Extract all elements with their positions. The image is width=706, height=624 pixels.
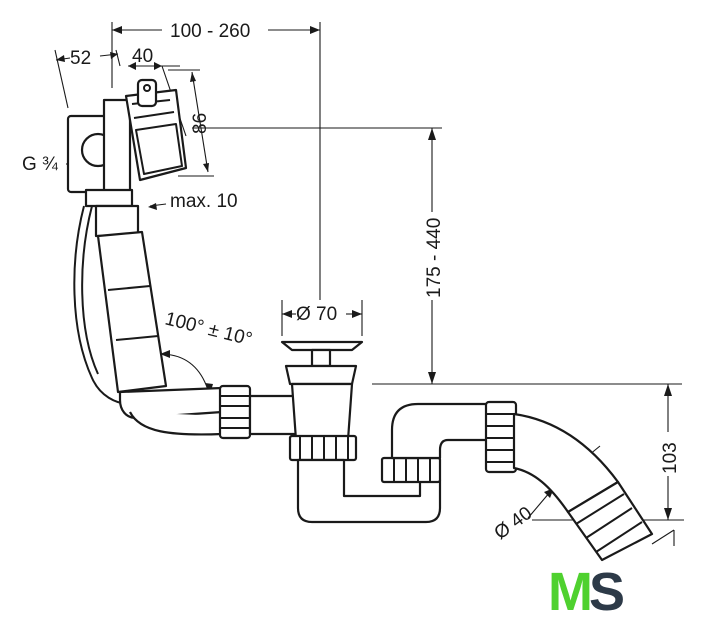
- drain-diameter-label: Ø 70: [296, 304, 337, 325]
- logo-m: M: [548, 562, 590, 614]
- outlet-diameter-label: Ø 40: [491, 503, 537, 544]
- overflow-head: [66, 78, 188, 238]
- drain-waste: [280, 340, 364, 462]
- overflow-pipe: [73, 205, 224, 436]
- outlet-pipe: [484, 400, 654, 562]
- trap: [296, 402, 496, 524]
- logo-text: MS: [548, 562, 623, 614]
- angle-label: 100° ± 10°: [163, 308, 254, 350]
- overflow-width-label: 52: [70, 48, 91, 69]
- logo-s: S: [589, 562, 623, 614]
- max-wall-label: max. 10: [170, 191, 238, 212]
- overall-length-label: 100 - 260: [170, 21, 250, 42]
- height-range-label: 175 - 440: [424, 218, 445, 298]
- overflow-depth-label: 40: [132, 46, 153, 67]
- ms-logo: MS: [548, 562, 627, 614]
- thread-label: G ¾: [22, 154, 59, 175]
- overflow-height-label: 86: [190, 113, 211, 134]
- outlet-height-label: 103: [660, 442, 681, 474]
